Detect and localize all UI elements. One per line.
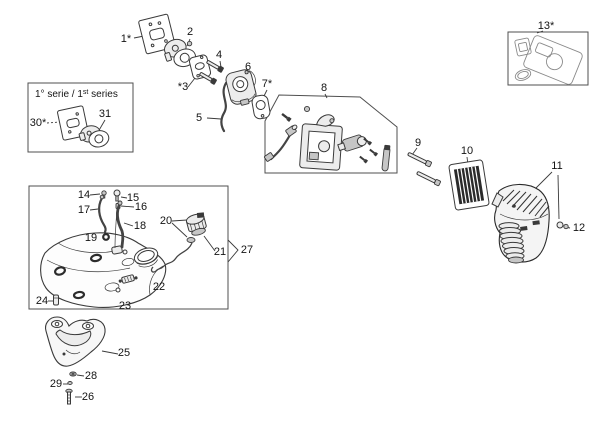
part-label-31: 31 [99,108,111,120]
part-label-5: 5 [196,112,202,124]
part-17-hose [98,196,107,234]
part-25-tank-guard [45,316,106,367]
part-5-fuel-line [220,81,228,133]
part-31-carburetor [78,125,110,148]
part-label-15: 15 [127,192,139,204]
part-label-1: 1* [121,33,132,45]
part-10-air-filter [448,159,490,211]
part-fuel-tank [40,232,167,308]
cover-tab [491,192,504,208]
part-labels: 1* 2 *3 4 5 6 7* 8 9 10 11 12 13* 14 15 … [30,20,585,403]
part-1-gasket-plate [138,13,176,55]
filler-neck [133,247,159,268]
part-17-hose-end [99,194,105,200]
part-label-14: 14 [78,189,90,201]
part-label-30: 30* [30,117,47,129]
air-box-group-outline [264,94,398,174]
part-label-11: 11 [551,160,562,172]
part-15-fuel-filter [113,189,121,202]
part-label-23: 23 [119,300,131,312]
part-13-gasket-kit [514,35,583,85]
series-title-suffix: series [88,89,117,100]
part-9-bolts [407,152,441,187]
part-6-carburetor-body [225,69,257,106]
part-label-7: 7* [262,78,273,90]
part-12-cover-screw [556,221,569,230]
part-23-breather [115,287,121,293]
part-label-25: 25 [118,347,130,359]
part-28-washer [69,371,77,377]
part-label-26: 26 [82,391,94,403]
fuel-tank-assembly-box [28,185,229,310]
part-label-4: 4 [216,49,222,61]
airbox-frame [299,114,343,171]
cover-bellows [498,222,525,264]
gasket-kit-box [507,31,589,86]
part-11-filter-cover [491,183,550,264]
part-label-10: 10 [461,145,473,157]
part-label-9: 9 [415,137,421,149]
part-label-22: 22 [153,281,165,293]
part-label-28: 28 [85,370,97,382]
part-label-17: 17 [78,204,90,216]
series-title-prefix: 1° serie / 1 [35,89,83,100]
part-label-3: *3 [178,81,188,93]
part-label-8: 8 [321,82,327,94]
series-title-sup: st [83,89,89,96]
first-series-box: 1° serie / 1st series [27,82,134,153]
part-19-grommet [102,233,110,241]
part-label-29: 29 [50,378,62,390]
part-label-20: 20 [160,215,172,227]
leader-lines [46,30,571,398]
first-series-title: 1° serie / 1st series [35,89,118,100]
lever-pin [381,144,391,172]
part-3-gasket [188,54,212,80]
part-20-21-fuel-cap [150,212,207,273]
cap-retainer [186,237,196,243]
nut [303,105,311,113]
part-26-screw [65,388,73,405]
part-18-hose-end [117,200,123,206]
part-label-18: 18 [134,220,146,232]
part-label-13: 13* [538,20,555,32]
part-label-12: 12 [573,222,585,234]
part-4-bolts [199,60,224,85]
part-label-27: 27 [241,244,253,256]
choke-cable [269,133,292,161]
part-18-hose [115,202,125,249]
bracket-27 [227,239,239,263]
part-label-24: 24 [36,295,48,307]
part-8-airbox-assembly [263,105,391,172]
part-7-gasket [251,94,271,120]
part-label-16: 16 [135,201,147,213]
part-29-washer [67,381,73,385]
part-label-21: 21 [214,246,226,258]
part-22-vent-valve [118,274,138,284]
part-label-6: 6 [245,61,251,73]
part-label-19: 19 [85,232,97,244]
part-label-2: 2 [187,26,193,38]
cap-tether [150,242,193,273]
part-24-bushing [53,294,59,306]
